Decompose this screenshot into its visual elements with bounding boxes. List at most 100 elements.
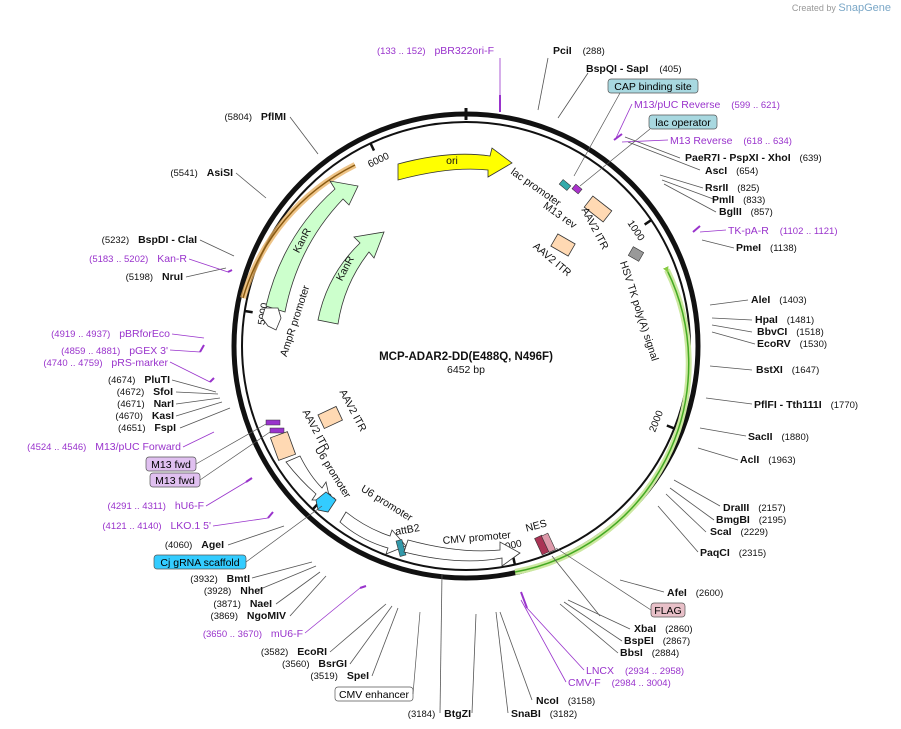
- primer-marks: [199, 95, 701, 609]
- svg-text:CMV enhancer: CMV enhancer: [339, 689, 410, 701]
- site-agei: (4060) AgeI: [165, 539, 224, 551]
- bp-tick: [643, 219, 652, 226]
- bp-tick: [666, 424, 675, 430]
- primer-lncx: LNCX (2934 .. 2958): [586, 665, 684, 677]
- site-hpai: HpaI (1481): [755, 314, 814, 326]
- label-cmv-promoter: CMV promoter: [442, 529, 512, 547]
- feature-green-line: [514, 265, 690, 573]
- svg-text:Cj gRNA scaffold: Cj gRNA scaffold: [160, 557, 239, 569]
- aav2-itr-box-2: [550, 233, 576, 257]
- site-sacii: SacII (1880): [748, 431, 809, 443]
- ori-arrow: [397, 147, 513, 181]
- m13-fwd-label-1: M13 fwd: [145, 456, 197, 472]
- site-asci: AscI (654): [705, 165, 758, 177]
- plasmid-name: MCP-ADAR2-DD(E488Q, N496F): [379, 351, 553, 363]
- site-fspi: (4651) FspI: [118, 422, 176, 434]
- primer-labels: (133 .. 152) pBR322ori-F M13/pUC Reverse…: [27, 45, 837, 689]
- features: [261, 147, 645, 567]
- cj-grna-scaffold-label: Cj gRNA scaffold: [153, 554, 247, 570]
- site-bbsi: BbsI (2884): [620, 647, 679, 659]
- primer-leader-lines: [169, 58, 727, 683]
- aav2-itr-box-3: [317, 405, 343, 430]
- site-alei: AleI (1403): [751, 294, 807, 306]
- m13-fwd-label-2: M13 fwd: [149, 472, 201, 488]
- cmv-promoter-arrow: [403, 539, 521, 567]
- primer-pbrforeco: (4919 .. 4937) pBRforEco: [51, 328, 170, 340]
- nes-box-2: [541, 532, 556, 553]
- kanr-inner-line: [242, 164, 356, 299]
- leader-lines: [171, 57, 756, 714]
- svg-text:FLAG: FLAG: [654, 605, 681, 617]
- m13fwd-marks: [265, 419, 281, 426]
- lac-promoter-box: [558, 179, 572, 191]
- site-pmli: PmlI (833): [712, 194, 765, 206]
- primer-m13puc-forward: (4524 .. 4546) M13/pUC Forward: [27, 441, 181, 453]
- site-paer7i: PaeR7I - PspXI - XhoI (639): [685, 152, 822, 164]
- primer-cmv-f: CMV-F (2984 .. 3004): [568, 677, 671, 689]
- flag-label: FLAG: [650, 602, 686, 618]
- polya-box: [627, 246, 645, 262]
- site-kasi: (4670) KasI: [115, 410, 174, 422]
- site-nrui: (5198) NruI: [126, 271, 183, 283]
- primer-m13puc-reverse: M13/pUC Reverse (599 .. 621): [634, 99, 780, 111]
- site-btgzi: (3184) BtgZI: [408, 708, 471, 720]
- boxed-label-leaders: [195, 92, 652, 695]
- site-bbvci: BbvCI (1518): [757, 326, 824, 338]
- site-draiii: DraIII (2157): [723, 502, 786, 514]
- primer-tk-pa-r: TK-pA-R (1102 .. 1121): [728, 225, 838, 237]
- site-ngomiv: (3869) NgoMIV: [211, 610, 286, 622]
- site-xbai: XbaI (2860): [634, 623, 693, 635]
- bp-tick-label: 6000: [366, 151, 391, 171]
- snapgene-credit: Created by SnapGene: [792, 2, 891, 14]
- plasmid-length: 6452 bp: [447, 364, 485, 376]
- bp-tick: [244, 309, 253, 314]
- site-spei: (3519) SpeI: [310, 670, 369, 682]
- site-rsrii: RsrII (825): [705, 182, 759, 194]
- site-ecorv: EcoRV (1530): [757, 338, 827, 350]
- primer-m13-reverse: M13 Reverse (618 .. 634): [670, 135, 792, 147]
- site-pmei: PmeI (1138): [736, 242, 797, 254]
- site-ncoi: NcoI (3158): [536, 695, 595, 707]
- site-nari: (4671) NarI: [117, 398, 174, 410]
- primer-kan-r: (5183 .. 5202) Kan-R: [89, 253, 187, 265]
- site-pflmi: (5804) PflMI: [225, 111, 287, 123]
- primer-hu6-f: (4291 .. 4311) hU6-F: [107, 500, 204, 512]
- attb2-box: [395, 539, 407, 557]
- label-lac-promoter: lac promoter: [508, 166, 563, 210]
- svg-text:M13 fwd: M13 fwd: [155, 475, 195, 487]
- label-m13-rev: M13 rev: [541, 200, 580, 232]
- boxed-labels: CAP binding site lac operator FLAG M13 f…: [145, 78, 718, 702]
- label-nes: NES: [524, 518, 548, 535]
- site-bsrgi: (3560) BsrGI: [282, 658, 347, 670]
- site-afei: AfeI (2600): [667, 587, 723, 599]
- site-scai: ScaI (2229): [710, 526, 768, 538]
- site-snabi: SnaBI (3182): [511, 708, 577, 720]
- u6-promoter-arrow-2: [339, 511, 407, 555]
- site-pluti: (4674) PluTI: [108, 374, 170, 386]
- site-naei: (3871) NaeI: [213, 598, 272, 610]
- site-pflfi: PflFI - Tth111I (1770): [754, 399, 858, 411]
- site-acli: AclI (1963): [740, 454, 796, 466]
- site-nhei: (3928) NheI: [204, 585, 263, 597]
- kanr-arrow-inner: [317, 231, 385, 325]
- u6-promoter-arrow-1: [285, 455, 331, 501]
- site-asisi: (5541) AsiSI: [170, 167, 233, 179]
- site-pcii: PciI (288): [553, 45, 605, 57]
- bp-tick-label: 1000: [625, 219, 647, 244]
- site-bmti: (3932) BmtI: [190, 573, 250, 585]
- aav2-itr-box-4: [269, 431, 297, 461]
- m13fwd-marks-2: [269, 427, 285, 434]
- svg-text:lac operator: lac operator: [655, 117, 711, 129]
- primer-prs-marker: (4740 .. 4759) pRS-marker: [43, 357, 168, 369]
- kanr-arrow-outer: [265, 180, 359, 313]
- m13rev-box: [571, 183, 583, 195]
- site-bspei: BspEI (2867): [624, 635, 690, 647]
- cap-binding-site-label: CAP binding site: [607, 78, 699, 94]
- label-u6-promoter-2: U6 promoter: [359, 483, 415, 524]
- lac-operator-label: lac operator: [648, 114, 718, 130]
- ampr-promoter-arrow: [261, 307, 282, 331]
- svg-text:M13 fwd: M13 fwd: [151, 459, 191, 471]
- site-bspdi: (5232) BspDI - ClaI: [102, 234, 197, 246]
- primer-mu6-f: (3650 .. 3670) mU6-F: [203, 628, 303, 640]
- bp-tick: [369, 142, 376, 152]
